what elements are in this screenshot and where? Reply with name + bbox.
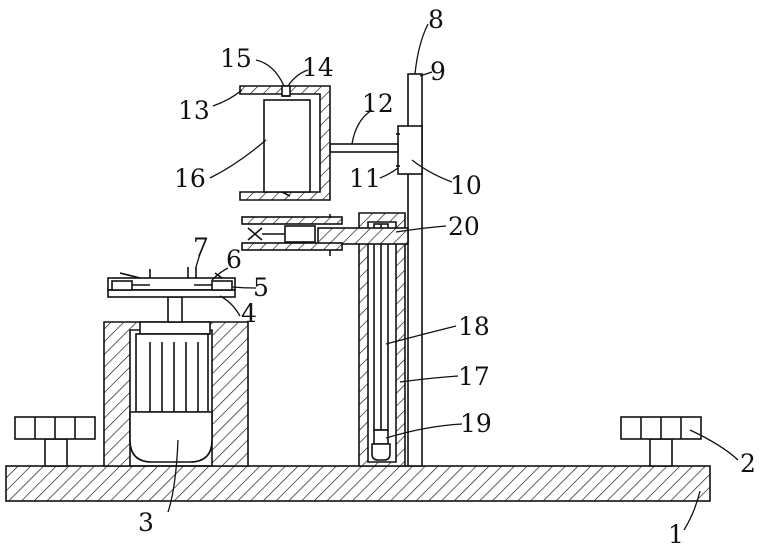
label-15: 15 [220, 44, 252, 73]
leader-18 [385, 325, 457, 345]
label-11: 11 [349, 164, 381, 193]
leader-16 [209, 139, 267, 179]
right-foot [620, 416, 702, 467]
lower-arm [317, 227, 409, 245]
leader-9 [419, 71, 433, 77]
lift-motor [371, 429, 391, 461]
leader-14 [287, 69, 309, 87]
leader-11 [379, 167, 399, 179]
label-3: 3 [138, 508, 154, 537]
label-16: 16 [174, 164, 206, 193]
leader-10 [411, 159, 453, 183]
leader-2 [689, 429, 739, 461]
slider-block [397, 125, 423, 175]
top-stud [281, 85, 291, 97]
leader-19 [385, 423, 463, 439]
label-7: 7 [193, 233, 209, 262]
leader-8 [414, 23, 429, 75]
leader-7 [195, 253, 201, 268]
leader-17 [399, 375, 459, 383]
leader-6 [211, 267, 229, 281]
leader-4 [219, 295, 241, 317]
leader-1 [683, 490, 701, 531]
label-6: 6 [226, 245, 242, 274]
label-4: 4 [241, 299, 257, 328]
leader-3 [167, 439, 179, 513]
label-10: 10 [450, 171, 482, 200]
label-18: 18 [458, 312, 490, 341]
label-19: 19 [460, 409, 492, 438]
label-5: 5 [253, 273, 269, 302]
turntable [107, 267, 236, 323]
label-17: 17 [458, 362, 490, 391]
left-foot [14, 416, 96, 467]
lead-screw [373, 223, 389, 431]
leader-13 [212, 89, 243, 107]
label-1: 1 [668, 520, 684, 549]
label-20: 20 [448, 212, 480, 241]
leader-20 [395, 225, 447, 233]
cylinder [263, 99, 311, 193]
label-14: 14 [302, 53, 334, 82]
clamp-bracket [239, 85, 331, 201]
leader-15 [255, 59, 285, 87]
label-9: 9 [430, 57, 446, 86]
label-12: 12 [362, 89, 394, 118]
leader-12 [351, 109, 373, 145]
motor [129, 321, 213, 463]
lower-clamp [241, 214, 343, 256]
base-plate [5, 465, 711, 502]
label-8: 8 [428, 5, 444, 34]
upper-arm [329, 143, 399, 153]
label-13: 13 [178, 96, 210, 125]
label-2: 2 [740, 449, 756, 478]
leader-5 [231, 286, 257, 289]
